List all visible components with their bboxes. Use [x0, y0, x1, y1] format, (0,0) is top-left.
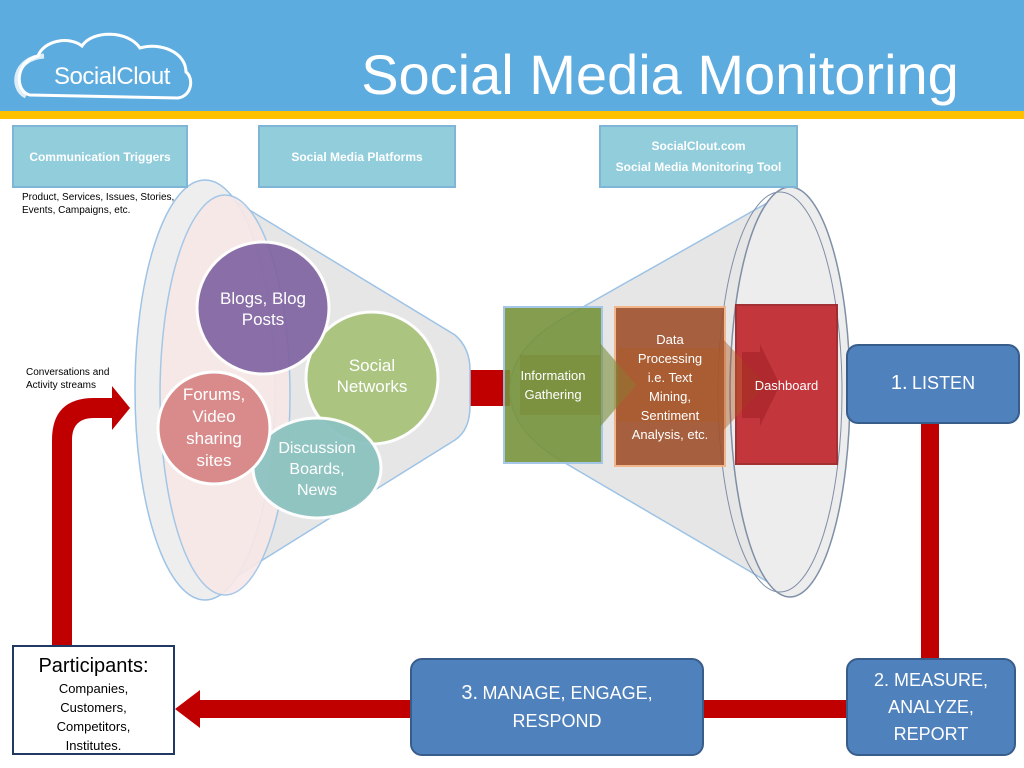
listen-label: LISTEN: [912, 373, 976, 393]
process-boxes: [503, 304, 838, 467]
discussion-line: Boards,: [289, 461, 345, 478]
page-title: Social Media Monitoring: [361, 43, 959, 106]
listen-step-box: 1. LISTEN: [846, 344, 1020, 424]
measure-line: 2. MEASURE,: [873, 669, 989, 690]
blogs-line: Blogs, Blog: [220, 289, 306, 308]
social-networks-label: Social Networks: [316, 355, 428, 397]
listen-number: 1.: [890, 372, 908, 394]
tool-name-label: SocialClout.com: [651, 138, 746, 153]
social-line: Social: [348, 356, 396, 375]
discussion-boards-label: Discussion Boards, News: [260, 438, 374, 501]
processing-line: Data: [656, 332, 684, 347]
blogs-line: Posts: [241, 310, 285, 329]
manage-line: MANAGE, ENGAGE,: [482, 682, 653, 703]
feedback-loop-arrows: [52, 370, 939, 728]
platform-circles: [156, 240, 440, 520]
header-stripe: [0, 111, 1024, 119]
monitoring-tool-box: SocialClout.com Social Media Monitoring …: [599, 125, 798, 188]
discussion-line: Discussion: [278, 440, 356, 457]
conversations-note: Conversations and Activity streams: [26, 367, 110, 391]
manage-line: RESPOND: [512, 710, 602, 731]
dashboard-label: Dashboard: [754, 378, 819, 393]
measure-step-box: 2. MEASURE, ANALYZE, REPORT: [846, 658, 1016, 756]
header-bar: [0, 0, 1024, 111]
gathering-line: Gathering: [524, 387, 582, 402]
manage-step-box: 3. MANAGE, ENGAGE, RESPOND: [410, 658, 704, 756]
processing-line: Sentiment: [640, 408, 700, 423]
measure-line: ANALYZE,: [888, 696, 974, 717]
processing-line: Analysis, etc.: [631, 427, 709, 442]
processing-line: i.e. Text: [647, 370, 693, 385]
discussion-line: News: [296, 482, 337, 499]
forums-line: Forums,: [182, 385, 246, 404]
communication-triggers-box: Communication Triggers: [12, 125, 188, 188]
social-media-platforms-label: Social Media Platforms: [291, 149, 423, 164]
cloud-logo-icon: [14, 32, 193, 100]
gathering-line: Information: [520, 368, 586, 383]
data-processing-label: Data Processing i.e. Text Mining, Sentim…: [615, 330, 725, 444]
forums-line: Video: [192, 407, 236, 426]
processing-line: Mining,: [649, 389, 691, 404]
social-media-platforms-box: Social Media Platforms: [258, 125, 456, 188]
tool-description-label: Social Media Monitoring Tool: [615, 159, 782, 174]
measure-line: REPORT: [893, 723, 969, 744]
participant-item: Institutes.: [65, 738, 122, 753]
information-gathering-label: Information Gathering: [504, 366, 602, 404]
blogs-circle-label: Blogs, Blog Posts: [205, 288, 321, 330]
logo-text: SocialClout: [54, 63, 170, 90]
participants-box: Participants: Companies, Customers, Comp…: [12, 645, 175, 755]
participant-item: Companies,: [58, 681, 129, 696]
forums-label: Forums, Video sharing sites: [162, 384, 266, 472]
social-line: Networks: [336, 377, 408, 396]
forums-line: sharing: [186, 429, 242, 448]
manage-number: 3.: [461, 681, 479, 704]
participant-item: Competitors,: [56, 719, 131, 734]
participants-title: Participants:: [38, 655, 149, 677]
triggers-note: Product, Services, Issues, Stories, Even…: [22, 192, 175, 216]
forums-line: sites: [196, 451, 232, 470]
processing-line: Processing: [637, 351, 703, 366]
communication-triggers-label: Communication Triggers: [29, 149, 171, 164]
participant-item: Customers,: [60, 700, 127, 715]
